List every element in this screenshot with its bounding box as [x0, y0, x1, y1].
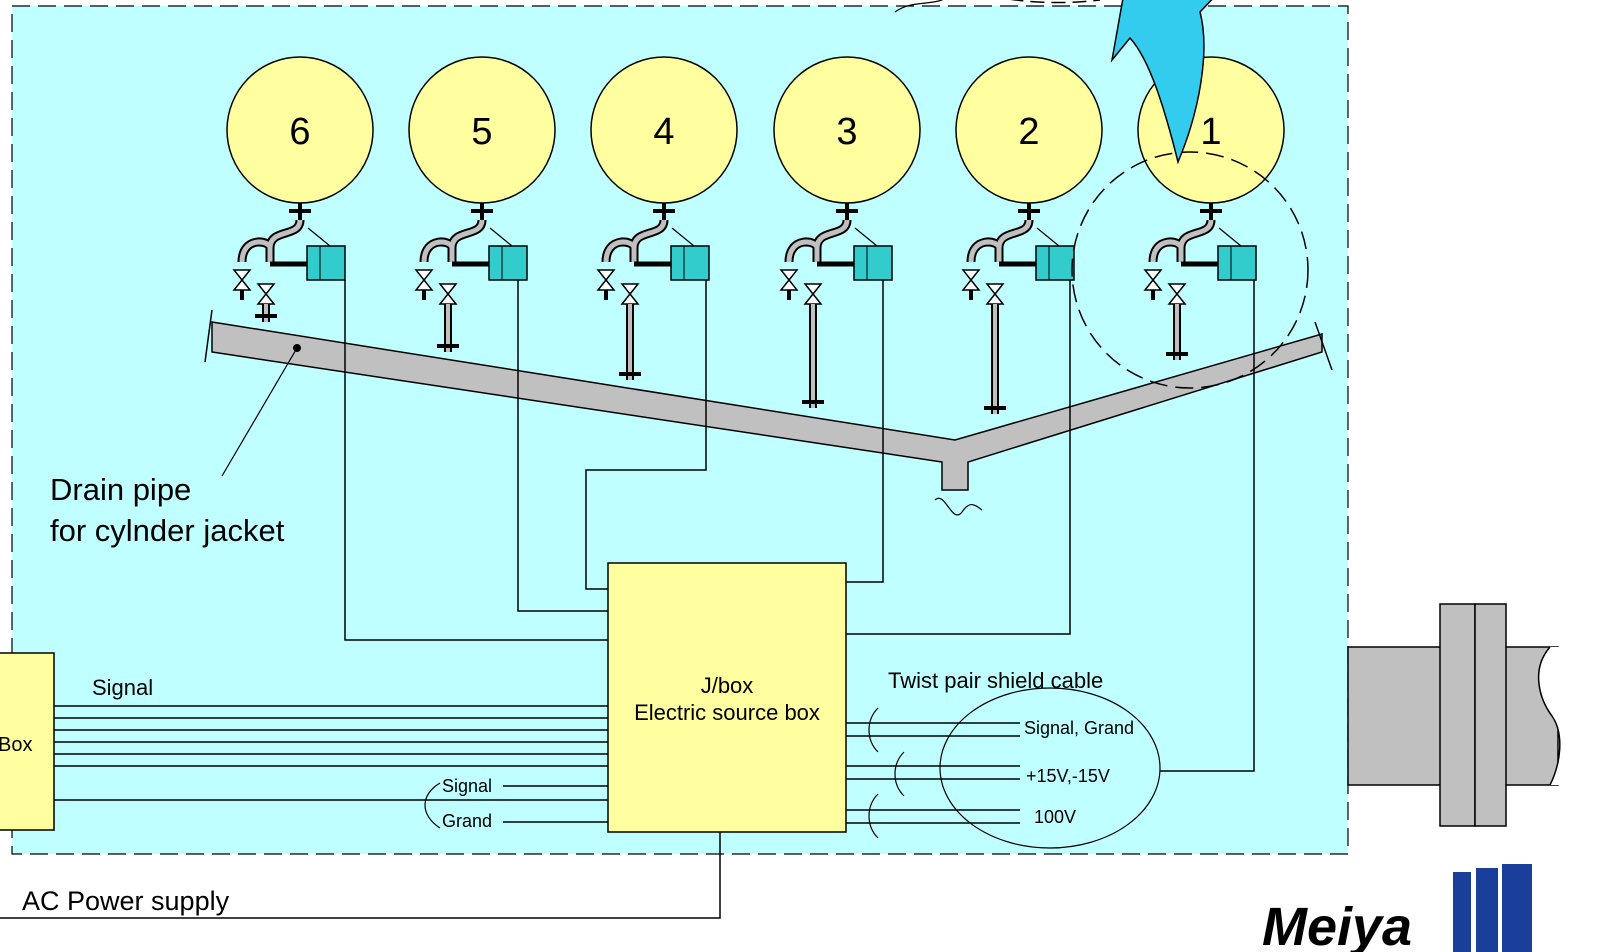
- cylinder-2-assembly: 2: [955, 56, 1103, 414]
- wire-cyl5: [517, 280, 608, 612]
- flange-left: [1439, 603, 1476, 827]
- drain-valve-outer: [596, 269, 616, 291]
- left-control-box: [0, 652, 55, 831]
- cylinder-5-assembly: 5: [408, 56, 556, 352]
- bend-pipe: [1150, 219, 1214, 263]
- logo-text: Meiya: [1262, 897, 1412, 952]
- cylinder-label: 4: [653, 111, 674, 153]
- signal-label: Signal: [92, 675, 153, 700]
- flange-right: [1474, 603, 1507, 827]
- twist-pair-shield: [939, 687, 1161, 849]
- sensor-signal-line: [489, 227, 513, 247]
- cable-15v-label: +15V,-15V: [1026, 766, 1110, 786]
- signal-small-label: Signal: [442, 776, 492, 796]
- cable-100v-label: 100V: [1034, 807, 1076, 827]
- sensor-box: [488, 245, 528, 281]
- detail-circle-cyl1: [1071, 151, 1309, 389]
- sensor-signal-line: [854, 227, 878, 247]
- signal-bus: [54, 705, 608, 801]
- drain-valve-outer: [414, 269, 434, 291]
- wire-cyl1: [1160, 280, 1255, 772]
- drain-pipe-label-line1: Drain pipe: [50, 472, 191, 507]
- drain-pipe-leader: [221, 347, 298, 477]
- drain-valve-outer: [232, 269, 252, 291]
- bend-pipe: [968, 219, 1032, 263]
- drain-valve-outer: [961, 269, 981, 291]
- grand-small-label: Grand: [442, 811, 492, 831]
- drain-pipe-label-line2: for cylnder jacket: [50, 513, 285, 548]
- junction-box: [607, 562, 847, 833]
- bend-pipe: [239, 219, 303, 263]
- sensor-signal-line: [1036, 227, 1060, 247]
- sensor-box: [1035, 245, 1075, 281]
- drain-valve-inner: [985, 283, 1005, 305]
- drain-pipe: [211, 321, 1323, 491]
- cylinder-label: 6: [289, 111, 310, 153]
- cylinder-label: 1: [1200, 111, 1221, 153]
- ac-power-label: AC Power supply: [22, 886, 230, 916]
- wire-cyl6: [344, 280, 608, 641]
- drain-valve-outer: [779, 269, 799, 291]
- bend-pipe: [603, 219, 667, 263]
- drain-pipe-left-end: [204, 309, 213, 363]
- logo-mark-bar3: [1502, 864, 1532, 952]
- ac-power-line: [0, 832, 721, 919]
- logo-mark-bar1: [1453, 872, 1471, 952]
- outflow-arrow: [1110, 0, 1213, 165]
- drain-valve-inner: [1167, 283, 1187, 305]
- drain-pipe-right-end: [1314, 321, 1333, 371]
- wire-cyl2: [846, 280, 1071, 635]
- cylinder-label: 5: [471, 111, 492, 153]
- junction-box-label-line1: J/box: [701, 673, 754, 698]
- cylinder-3-assembly: 3: [773, 56, 921, 408]
- drain-pipe-leader-dot: [293, 344, 301, 352]
- cylinder-6-assembly: 6: [226, 56, 374, 322]
- sensor-box: [853, 245, 893, 281]
- wire-cyl3: [846, 280, 884, 583]
- cylinder-label: 2: [1018, 111, 1039, 153]
- drain-outlet-break: [934, 497, 983, 516]
- left-control-box-label: Box: [0, 734, 32, 756]
- sensor-signal-line: [671, 227, 695, 247]
- logo-mark-bar2: [1476, 868, 1498, 952]
- top-wave-line: [894, 0, 943, 13]
- top-detail-circle: [1010, 0, 1101, 4]
- sensor-box: [670, 245, 710, 281]
- wire-cyl4: [585, 280, 707, 590]
- bend-pipe: [786, 219, 850, 263]
- sensor-box: [1217, 245, 1257, 281]
- signal-grand-brace: [424, 782, 441, 829]
- sensor-box: [306, 245, 346, 281]
- junction-box-label-line2: Electric source box: [634, 700, 820, 725]
- bend-pipe: [421, 219, 485, 263]
- drain-valve-inner: [620, 283, 640, 305]
- shaft-break-line: [1537, 646, 1561, 786]
- cable-signal-grand-label: Signal, Grand: [1024, 718, 1134, 738]
- drain-valve-inner: [438, 283, 458, 305]
- drain-valve-outer: [1143, 269, 1163, 291]
- sensor-signal-line: [307, 227, 331, 247]
- sensor-signal-line: [1218, 227, 1242, 247]
- cylinder-label: 3: [836, 111, 857, 153]
- drain-valve-inner: [256, 283, 276, 305]
- drain-valve-inner: [803, 283, 823, 305]
- twist-pair-lines: [846, 707, 1020, 839]
- cylinders-layer: 6 5 4 3 2 1: [226, 56, 1285, 414]
- cylinder-4-assembly: 4: [590, 56, 738, 380]
